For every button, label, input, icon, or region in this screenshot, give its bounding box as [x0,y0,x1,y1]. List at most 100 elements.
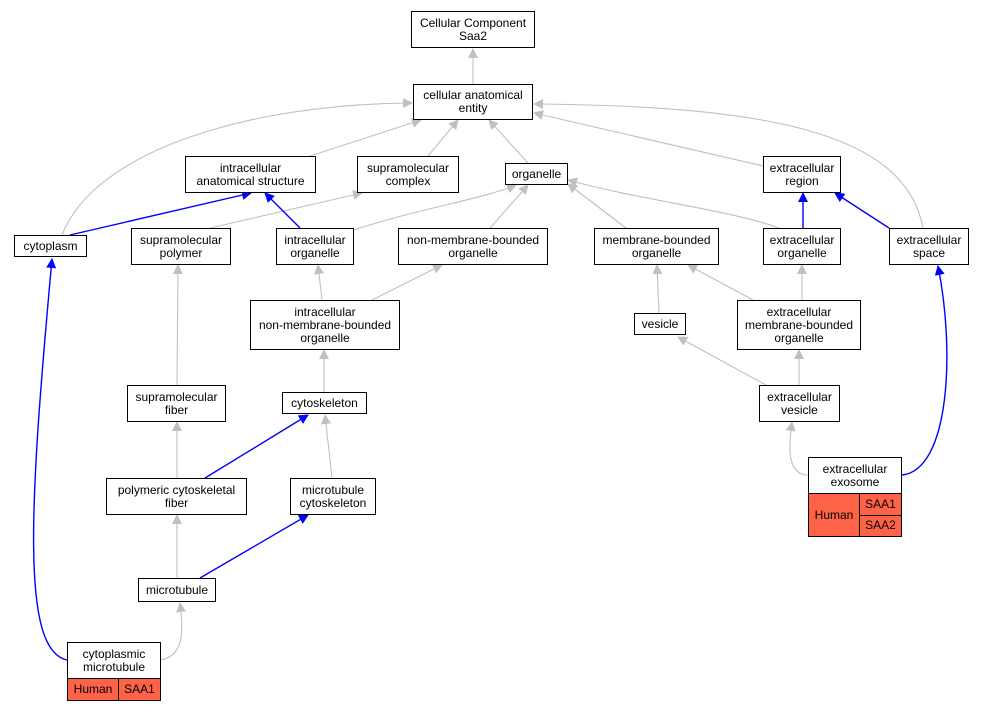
node-extracellular-vesicle[interactable]: extracellular vesicle [759,385,840,422]
node-label-line: vesicle [641,316,679,331]
node-label-line: cytoskeleton [299,495,367,510]
edge-mtc-csk [321,414,333,479]
edge-ves-mbo [652,264,663,314]
gene-cell: SAA1 [124,682,155,696]
node-supramolecular-complex[interactable]: supramolecular complex [357,156,459,193]
edge-ecr-cae [533,110,764,167]
node-label-line: extracellular [822,461,888,476]
edge-org-cae [488,119,529,164]
edge-pcf-csk [204,414,309,479]
node-label-line: membrane-bounded [744,317,854,332]
node-label-line: Cellular Component [419,15,527,30]
edge-ecv-ves [677,336,767,386]
node-extracellular-region[interactable]: extracellular region [763,156,841,193]
edge-exo-ecv [785,421,809,476]
node-organelle[interactable]: organelle [505,163,568,185]
edge-ecs-cae [533,99,924,229]
species-cell: Human [68,679,119,700]
edge-exo-ecs [901,265,948,476]
node-extracellular-membrane-bounded-organelle[interactable]: extracellular membrane-bounded organelle [737,300,861,350]
edge-smc-cae [427,119,459,157]
edge-nmbo-org [489,184,529,229]
edge-ecmbo-mbo [687,264,754,301]
node-cytoskeleton[interactable]: cytoskeleton [282,392,367,414]
edge-smp-smc [209,190,363,229]
node-cytoplasm[interactable]: cytoplasm [14,235,87,257]
node-label-line: non-membrane-bounded [406,232,540,247]
node-label-line: extracellular [769,160,835,175]
node-label-line: microtubule [301,482,365,497]
annotation-table: Human SAA1 SAA2 [808,494,902,537]
node-header: cytoplasmic microtubule [67,642,161,679]
edge-cmt-cyt [32,258,68,661]
edge-smf-smp [172,264,183,386]
node-label-line: anatomical structure [196,173,305,188]
node-cytoplasmic-microtubule[interactable]: cytoplasmic microtubule Human SAA1 [67,642,161,701]
node-label-line: extracellular [767,389,832,404]
node-supramolecular-fiber[interactable]: supramolecular fiber [127,385,226,422]
node-supramolecular-polymer[interactable]: supramolecular polymer [131,228,231,265]
edge-ecs-ecr [834,192,890,229]
node-label-line: cytoplasmic [82,646,146,661]
node-label-line: intracellular [294,304,356,319]
edge-cyt-ias [69,190,252,236]
edge-ico-org [353,183,517,231]
node-microtubule-cytoskeleton[interactable]: microtubule cytoskeleton [290,478,376,515]
node-label-line: entity [458,101,488,115]
node-microtubule[interactable]: microtubule [138,578,216,602]
edge-inmbo-nmbo [371,264,443,301]
node-label-line: organelle [774,330,824,345]
node-label-line: supramolecular [139,232,223,247]
node-non-membrane-bounded-organelle[interactable]: non-membrane-bounded organelle [398,228,548,265]
edge-ico-ias [264,192,301,229]
node-label-line: organelle [448,245,498,260]
edge-cyt-cae [61,98,413,236]
gene-list: SAA1 [119,679,160,700]
node-label-line: organelle [300,330,350,345]
node-label-line: exosome [830,474,880,489]
node-label-line: complex [385,173,431,188]
node-intracellular-organelle[interactable]: intracellular organelle [276,228,354,265]
node-label-line: supramolecular [135,389,218,404]
node-label-line: fiber [164,402,189,417]
node-polymeric-cytoskeletal-fiber[interactable]: polymeric cytoskeletal fiber [106,478,247,515]
node-label-line: Saa2 [458,28,488,43]
node-membrane-bounded-organelle[interactable]: membrane-bounded organelle [594,228,719,265]
edge-eco-org [567,177,780,229]
node-label-line: vesicle [781,402,818,417]
node-label-line: organelle [511,166,562,181]
species-cell: Human [809,494,860,536]
edge-inmbo-ico [314,264,324,301]
node-label-line: membrane-bounded [602,232,711,247]
node-label-line: extracellular [766,304,832,319]
node-label-line: polymer [159,245,203,260]
annotation-table: Human SAA1 [67,679,161,701]
gene-cell: SAA2 [860,514,901,537]
node-extracellular-exosome[interactable]: extracellular exosome Human SAA1 SAA2 [808,457,902,537]
edge-ias-cae [309,118,422,157]
node-intracellular-non-membrane-bounded-organelle[interactable]: intracellular non-membrane-bounded organ… [250,300,400,350]
node-label-line: organelle [631,245,682,260]
node-label-line: microtubule [145,582,209,597]
node-vesicle[interactable]: vesicle [634,313,686,335]
node-label-line: region [785,173,819,188]
node-cellular-anatomical-entity[interactable]: cellular anatomical entity [413,84,533,120]
node-label-line: non-membrane-bounded [258,317,392,332]
node-extracellular-space[interactable]: extracellular space [889,228,969,265]
node-label-line: cytoskeleton [291,395,358,410]
node-label-line: intracellular [219,160,282,175]
edge-mbo-org [567,183,627,229]
node-cellular-component-saa2[interactable]: Cellular Component Saa2 [411,11,535,48]
edge-mt-mtc [199,514,309,579]
node-extracellular-organelle[interactable]: extracellular organelle [763,228,841,265]
node-label-line: organelle [777,245,827,260]
node-header: extracellular exosome [808,457,902,494]
node-label-line: supramolecular [366,160,450,175]
node-label-line: extracellular [896,232,962,247]
node-label-line: cellular anatomical [423,88,523,102]
edge-cmt-mt [160,602,186,661]
node-intracellular-anatomical-structure[interactable]: intracellular anatomical structure [185,156,316,193]
node-label-line: organelle [290,245,340,260]
